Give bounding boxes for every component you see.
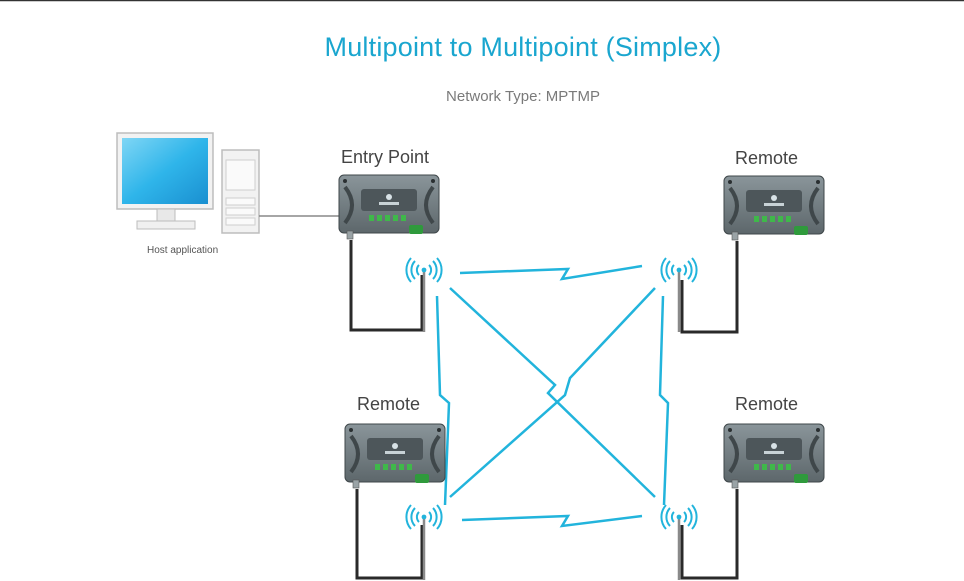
link-remote-2-to-remote-3 <box>462 516 642 526</box>
wireless-links <box>437 266 668 526</box>
antenna-cable <box>357 489 422 578</box>
radio-modem-icon <box>724 176 824 240</box>
radio-modem-icon <box>345 424 445 488</box>
desktop-computer-icon <box>117 133 259 233</box>
antenna-cable <box>682 489 737 578</box>
antenna-cable <box>682 241 737 332</box>
host-application-label: Host application <box>147 245 218 256</box>
node-label-remote: Remote <box>735 394 798 415</box>
radio-modem-icon <box>339 175 439 239</box>
node-label-remote: Remote <box>357 394 420 415</box>
link-entry-to-remote-1 <box>460 266 642 279</box>
link-remote-1-to-remote-3 <box>660 296 668 505</box>
antenna-cable <box>351 240 422 330</box>
radio-modem-icon <box>724 424 824 488</box>
node-label-entry-point: Entry Point <box>341 147 429 168</box>
node-label-remote: Remote <box>735 148 798 169</box>
